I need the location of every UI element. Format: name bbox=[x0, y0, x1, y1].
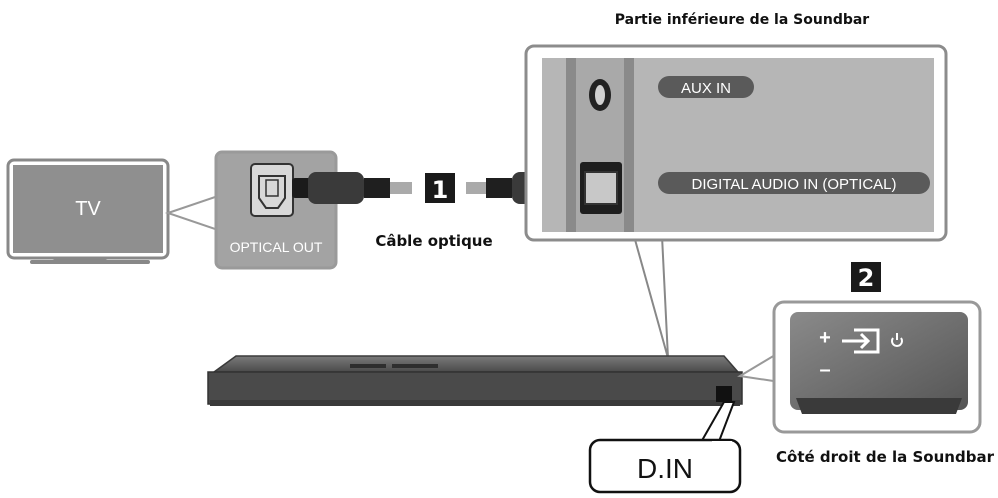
tv-callout bbox=[164, 194, 219, 232]
soundbar-bottom-panel: AUX IN DIGITAL AUDIO IN (OPTICAL) bbox=[524, 44, 948, 359]
soundbar-side-panel bbox=[772, 300, 982, 434]
digital-audio-in-label: DIGITAL AUDIO IN (OPTICAL) bbox=[691, 176, 896, 193]
aux-in-pill bbox=[658, 76, 754, 98]
step-2-number: 2 bbox=[858, 264, 875, 292]
soundbar-display bbox=[716, 386, 732, 402]
aux-in-label: AUX IN bbox=[681, 80, 731, 97]
step-1-number: 1 bbox=[432, 176, 449, 204]
volume-minus-button: – bbox=[819, 359, 830, 381]
step-1-badge bbox=[425, 173, 455, 203]
digital-audio-in-pill bbox=[658, 172, 930, 194]
power-icon bbox=[891, 333, 903, 347]
display-callout bbox=[588, 401, 742, 494]
optical-in-port-icon bbox=[580, 162, 622, 214]
step-2-badge bbox=[851, 262, 881, 292]
cable-label: Câble optique bbox=[375, 232, 492, 250]
soundbar bbox=[207, 355, 743, 406]
bottom-panel-title: Partie inférieure de la Soundbar bbox=[615, 12, 870, 28]
input-source-icon bbox=[842, 328, 880, 354]
volume-plus-button: + bbox=[819, 327, 831, 349]
side-caption: Côté droit de la Soundbar bbox=[776, 448, 995, 466]
tv-label: TV bbox=[75, 198, 101, 220]
tv-icon bbox=[6, 158, 170, 264]
optical-out-label: OPTICAL OUT bbox=[230, 239, 323, 255]
display-text: D.IN bbox=[637, 453, 693, 484]
aux-jack-icon bbox=[589, 79, 611, 111]
optical-port-icon bbox=[250, 163, 294, 217]
